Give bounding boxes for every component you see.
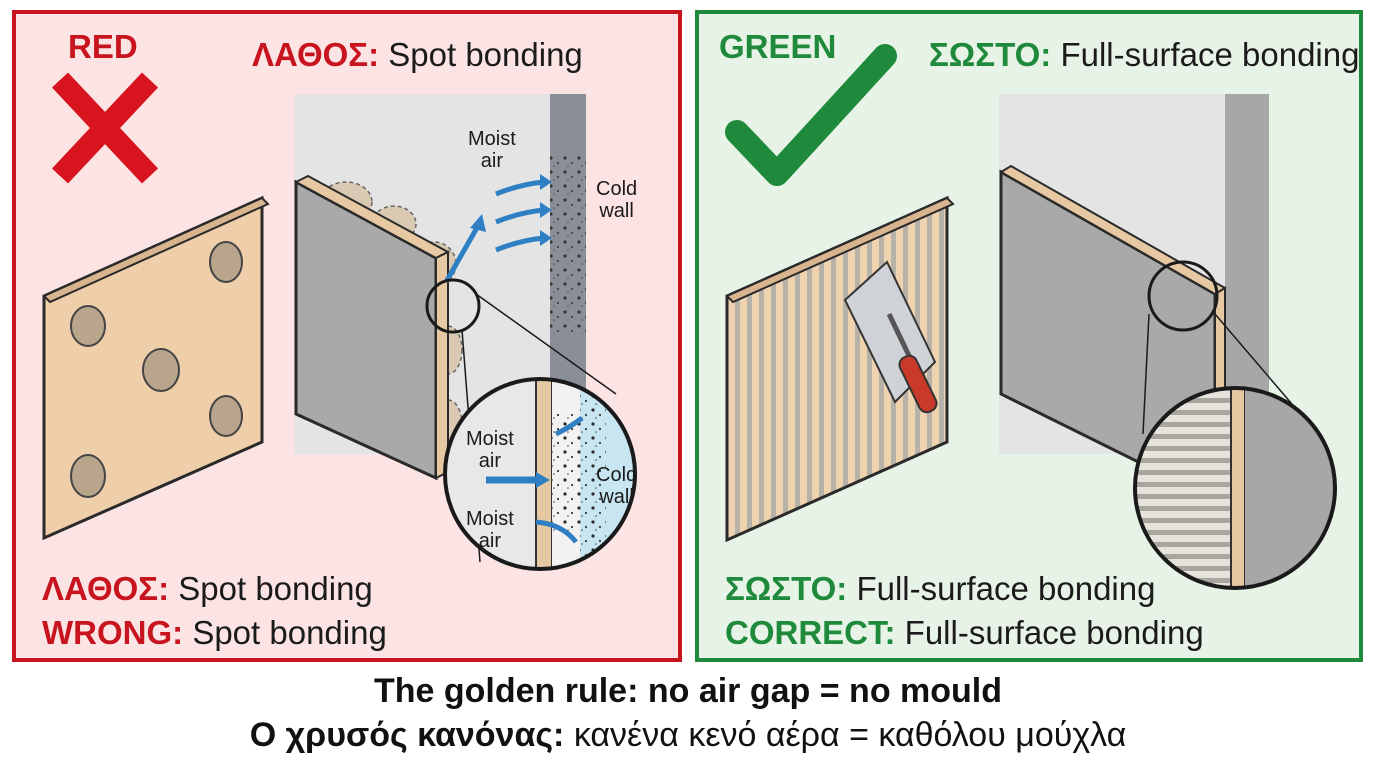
correct-footer-line1-text: Full-surface bonding xyxy=(856,570,1156,607)
moist-air-top-line1: Moist xyxy=(468,128,516,150)
cold-wall-line1: Cold xyxy=(596,178,638,200)
checkmark-icon xyxy=(725,44,897,186)
golden-rule-en-text: The golden rule: no air gap = no mould xyxy=(373,672,1003,710)
wrong-footer-line2: WRONG: Spot bonding xyxy=(42,614,387,652)
wrong-footer-line1-bold: ΛΑΘΟΣ: xyxy=(42,570,170,607)
moist-air-top-line2: air xyxy=(480,150,504,172)
zoom-cold-line2: wall xyxy=(599,486,634,508)
correct-header: ΣΩΣΤΟ: Full-surface bonding xyxy=(929,36,1359,74)
golden-rule-caption-gr: Ο χρυσός κανόνας: κανένα κενό αέρα = καθ… xyxy=(0,716,1376,755)
red-color-word: RED xyxy=(68,28,138,65)
full-surface-bonding-illustration xyxy=(725,44,1337,590)
zoom-moist-air-a: Moist air xyxy=(466,428,514,472)
golden-rule-caption-en: The golden rule: no air gap = no mould xyxy=(0,672,1376,711)
spot-bonding-illustration xyxy=(42,72,637,571)
zoom-cold-wall: Cold wall xyxy=(596,464,637,508)
zoom-moist-a-line1: Moist xyxy=(466,428,514,450)
zoom-moist-a-line2: air xyxy=(478,450,502,472)
correct-panel: GREEN ΣΩΣΤΟ: Full-surface bonding ΣΩΣΤΟ:… xyxy=(695,10,1363,662)
zoom-moist-air-b: Moist air xyxy=(466,508,514,552)
moist-air-label-top: Moist air xyxy=(468,128,516,172)
wrong-footer-line1-text: Spot bonding xyxy=(178,570,373,607)
wrong-header-text: Spot bonding xyxy=(388,36,583,73)
cross-icon xyxy=(51,72,159,184)
correct-footer-line2-text: Full-surface bonding xyxy=(904,614,1204,651)
cold-wall-label: Cold wall xyxy=(596,178,637,222)
wrong-footer-line2-bold: WRONG: xyxy=(42,614,184,651)
correct-footer-line2-bold: CORRECT: xyxy=(725,614,896,651)
wrong-footer-line2-text: Spot bonding xyxy=(192,614,387,651)
correct-footer-line1: ΣΩΣΤΟ: Full-surface bonding xyxy=(725,570,1155,608)
correct-footer-line2: CORRECT: Full-surface bonding xyxy=(725,614,1204,652)
board-with-spots xyxy=(42,195,270,541)
trowel-icon xyxy=(843,260,938,414)
zoom-cold-line1: Cold xyxy=(596,464,638,486)
correct-footer-line1-bold: ΣΩΣΤΟ: xyxy=(725,570,848,607)
zoom-moist-b-line2: air xyxy=(478,530,502,552)
zoom-moist-b-line1: Moist xyxy=(466,508,514,530)
golden-rule-gr-bold: Ο χρυσός κανόνας: xyxy=(249,716,565,754)
green-color-word: GREEN xyxy=(719,28,837,65)
wrong-header-bold: ΛΑΘΟΣ: xyxy=(252,36,380,73)
wrong-footer-line1: ΛΑΘΟΣ: Spot bonding xyxy=(42,570,373,608)
correct-header-bold: ΣΩΣΤΟ: xyxy=(929,36,1052,73)
cold-wall-line2: wall xyxy=(599,200,634,222)
wrong-panel: RED ΛΑΘΟΣ: Spot bonding Moist air Cold w… xyxy=(12,10,682,662)
zoom-detail xyxy=(445,379,635,569)
golden-rule-gr-text: κανένα κενό αέρα = καθόλου μούχλα xyxy=(573,716,1127,754)
correct-header-text: Full-surface bonding xyxy=(1060,36,1360,73)
wrong-header: ΛΑΘΟΣ: Spot bonding xyxy=(252,36,583,74)
